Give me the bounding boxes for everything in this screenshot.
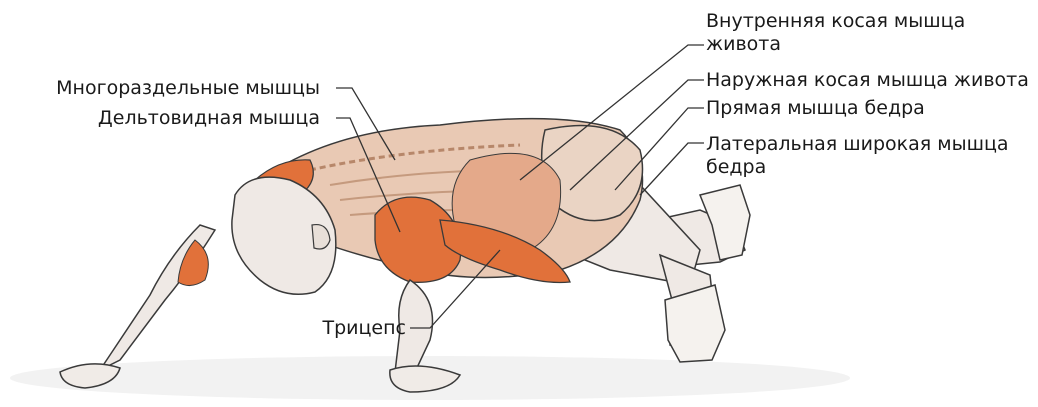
label-multifidus: Многораздельные мышцы xyxy=(56,77,320,100)
label-vastus-lateralis: Латеральная широкая мышца бедра xyxy=(706,133,1009,179)
label-external-oblique: Наружная косая мышца живота xyxy=(706,69,1029,92)
label-triceps: Трицепс xyxy=(322,317,406,340)
label-internal-oblique-line2: живота xyxy=(706,33,965,56)
label-deltoid: Дельтовидная мышца xyxy=(98,107,320,130)
label-vastus-lateralis-line1: Латеральная широкая мышца xyxy=(706,133,1009,156)
label-vastus-lateralis-line2: бедра xyxy=(706,156,1009,179)
label-internal-oblique: Внутренняя косая мышца живота xyxy=(706,10,965,56)
label-internal-oblique-line1: Внутренняя косая мышца xyxy=(706,10,965,33)
front-shoe xyxy=(665,285,725,362)
label-rectus-femoris: Прямая мышца бедра xyxy=(706,97,925,120)
